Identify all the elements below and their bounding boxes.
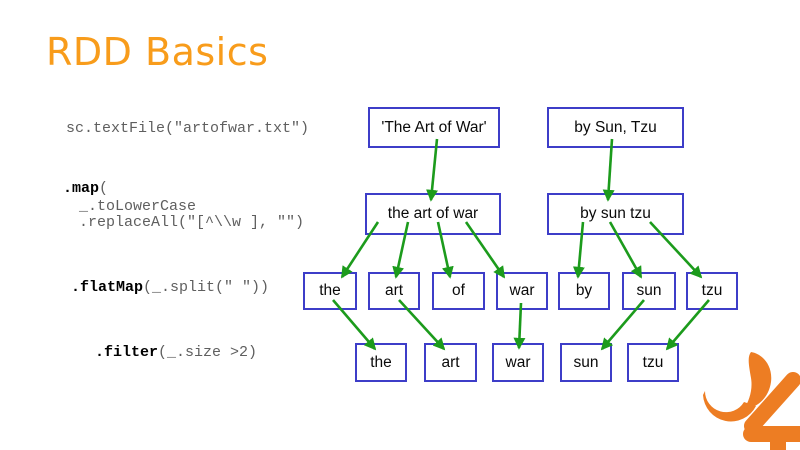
page-title: RDD Basics: [46, 30, 269, 74]
code-line-map-open: .map(: [63, 180, 109, 197]
code-line-replaceall: .replaceAll("[^\\w ], ""): [79, 214, 305, 231]
box-filtered-the: the: [355, 343, 407, 382]
code-line-flatmap: .flatMap(_.split(" ")): [71, 279, 270, 296]
box-filtered-sun: sun: [560, 343, 612, 382]
code-line-filter: .filter(_.size >2): [95, 344, 258, 361]
box-word-by: by: [558, 272, 610, 310]
box-filtered-art: art: [424, 343, 477, 382]
box-word-of: of: [432, 272, 485, 310]
box-word-war: war: [496, 272, 548, 310]
box-filtered-tzu: tzu: [627, 343, 679, 382]
box-mapped-title: the art of war: [365, 193, 501, 235]
orange-bird-4-logo-icon: [703, 352, 800, 450]
box-filtered-war: war: [492, 343, 544, 382]
box-author-line: by Sun, Tzu: [547, 107, 684, 148]
box-title-line: 'The Art of War': [368, 107, 500, 148]
box-word-sun: sun: [622, 272, 676, 310]
box-mapped-author: by sun tzu: [547, 193, 684, 235]
code-line-tolowercase: _.toLowerCase: [79, 198, 197, 215]
box-word-tzu: tzu: [686, 272, 738, 310]
code-line-textfile: sc.textFile("artofwar.txt"): [66, 120, 310, 137]
box-word-the: the: [303, 272, 357, 310]
box-word-art: art: [368, 272, 420, 310]
